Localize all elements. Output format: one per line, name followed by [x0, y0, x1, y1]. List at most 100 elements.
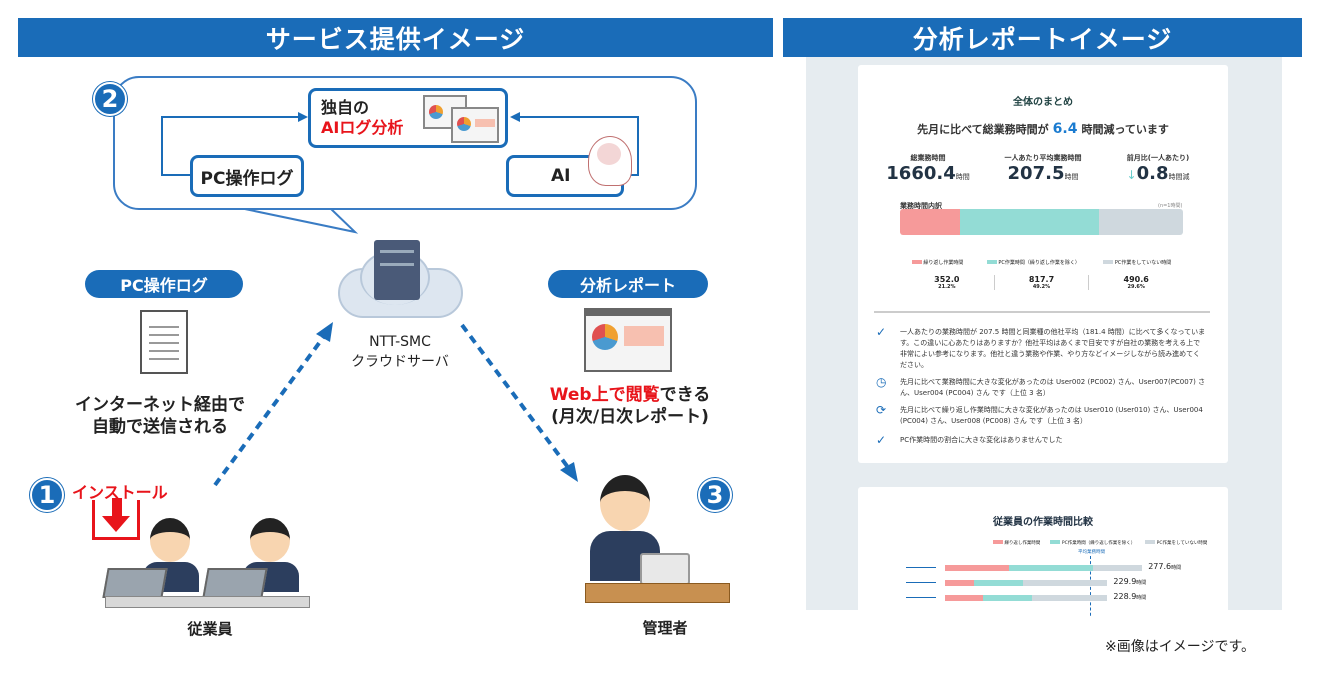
insight-item: ✓一人あたりの業務時間が 207.5 時間と同業種の他社平均（181.4 時間）… [876, 325, 1206, 369]
breakdown-legend: 繰り返し作業時間 PC作業時間（繰り返し作業を除く） PC作業をしていない時間 [900, 259, 1183, 266]
headline-pre: 先月に比べて総業務時間が [917, 123, 1049, 136]
compare-card: 従業員の作業時間比較 繰り返し作業時間 PC作業時間（繰り返し作業を除く） PC… [858, 487, 1228, 617]
employees-illustration [102, 518, 310, 610]
check-icon: ✓ [876, 325, 887, 339]
install-label: インストール [72, 483, 168, 502]
kpi-change: 前月比(一人あたり) ↓0.8時間減 [1108, 153, 1208, 184]
insight-item: ◷先月に比べて業務時間に大きな変化があったのは User002 (PC002) … [876, 375, 1206, 397]
server-type: クラウドサーバ [351, 354, 449, 370]
desc-line: インターネット経由で [75, 395, 245, 415]
step-2-badge: 2 [93, 82, 127, 116]
kpi-value: 0.8 [1136, 163, 1169, 184]
average-line [1090, 556, 1091, 617]
employee-bar-segment [982, 595, 1032, 601]
headline-value: 6.4 [1052, 121, 1078, 137]
employee-bar-segment [1023, 580, 1108, 586]
check-icon: ✓ [876, 433, 887, 447]
ai-brain-icon [588, 136, 632, 186]
kpi-label: 一人あたり平均業務時間 [1004, 154, 1082, 162]
employee-caption: 従業員 [187, 620, 233, 638]
step-1-badge: 1 [30, 478, 64, 512]
employee-bar [945, 580, 1108, 586]
pc-log-pill: PC操作ログ [85, 270, 243, 298]
left-header: サービス提供イメージ [18, 18, 773, 57]
employee-bar-segment [1008, 565, 1093, 571]
refresh-icon: ⟳ [876, 403, 887, 417]
breakdown-segment [1099, 209, 1183, 235]
report-desc-line2: (月次/日次レポート) [551, 407, 709, 427]
legend-item: 繰り返し作業時間 [911, 259, 963, 266]
employee-total: 277.6時間 [1148, 562, 1182, 571]
employee-link[interactable] [906, 567, 936, 568]
kpi-value: 1660.4 [886, 163, 956, 184]
summary-title: 全体のまとめ [1013, 97, 1073, 108]
average-label: 平均業務時間 [1078, 550, 1105, 555]
desc-line: 自動で送信される [92, 417, 228, 437]
headline-post: 時間減っています [1081, 123, 1169, 136]
connectors [239, 207, 359, 234]
employee-bar [945, 565, 1143, 571]
analysis-line2: AIログ分析 [321, 118, 404, 137]
insight-item: ⟳先月に比べて繰り返し作業時間に大きな変化があったのは User010 (Use… [876, 403, 1203, 425]
step-3-badge: 3 [698, 478, 732, 512]
employee-bar [945, 595, 1108, 601]
compare-legend: 繰り返し作業時間 PC作業時間（繰り返し作業を除く） PC作業をしていない時間 [993, 540, 1207, 546]
breakdown-bar [900, 209, 1183, 235]
employee-bar-segment [1031, 595, 1108, 601]
breakdown-segment [900, 209, 960, 235]
server-label: NTT-SMC クラウドサーバ [340, 332, 460, 372]
employee-link[interactable] [906, 582, 936, 583]
document-icon [140, 310, 188, 374]
report-desc-highlight: Web上で閲覧 [549, 385, 660, 405]
server-name: NTT-SMC [369, 334, 431, 350]
pc-log-box: PC操作ログ [190, 155, 304, 197]
manager-illustration [580, 475, 730, 610]
report-desc-rest: できる [659, 385, 711, 405]
clock-icon: ◷ [876, 375, 887, 389]
legend-item: PC作業時間（繰り返し作業を除く） [986, 259, 1080, 266]
dashboard-icon [451, 107, 499, 143]
report-pill: 分析レポート [548, 270, 708, 298]
report-description: Web上で閲覧できる (月次/日次レポート) [530, 384, 730, 428]
employee-link[interactable] [906, 597, 936, 598]
kpi-label: 総業務時間 [910, 154, 946, 162]
breakdown-segment [959, 209, 1100, 235]
download-icon [92, 498, 140, 540]
kpi-unit: 時間 [1064, 173, 1079, 181]
employee-bar-segment [945, 565, 1009, 571]
kpi-label: 前月比(一人あたり) [1126, 154, 1190, 162]
server-icon [374, 240, 420, 300]
manager-caption: 管理者 [642, 619, 688, 637]
kpi-unit: 時間減 [1168, 173, 1190, 181]
report-screen-icon [584, 308, 672, 372]
kpi-unit: 時間 [955, 173, 970, 181]
right-header: 分析レポートイメージ [783, 18, 1302, 57]
legend-item: PC作業をしていない時間 [1103, 259, 1171, 266]
kpi-value: 207.5 [1007, 163, 1065, 184]
breakdown-note: (n=1時間) [1158, 203, 1183, 209]
down-arrow-icon: ↓ [1126, 168, 1137, 182]
employee-bar-segment [945, 595, 983, 601]
employee-bar-segment [945, 580, 974, 586]
compare-title: 従業員の作業時間比較 [993, 517, 1093, 528]
footnote: ※画像はイメージです。 [1105, 639, 1256, 655]
ai-log-analysis-box: 独自の AIログ分析 [308, 88, 508, 148]
pc-log-description: インターネット経由で 自動で送信される [60, 394, 260, 438]
insight-item: ✓PC作業時間の割合に大きな変化はありませんでした [876, 433, 1063, 447]
employee-bar-segment [974, 580, 1024, 586]
employee-total: 229.9時間 [1113, 577, 1147, 586]
employee-bar-segment [1092, 565, 1143, 571]
divider [874, 311, 1210, 313]
breakdown-title: 業務時間内訳 [900, 202, 942, 210]
analysis-line1: 独自の [321, 98, 370, 117]
